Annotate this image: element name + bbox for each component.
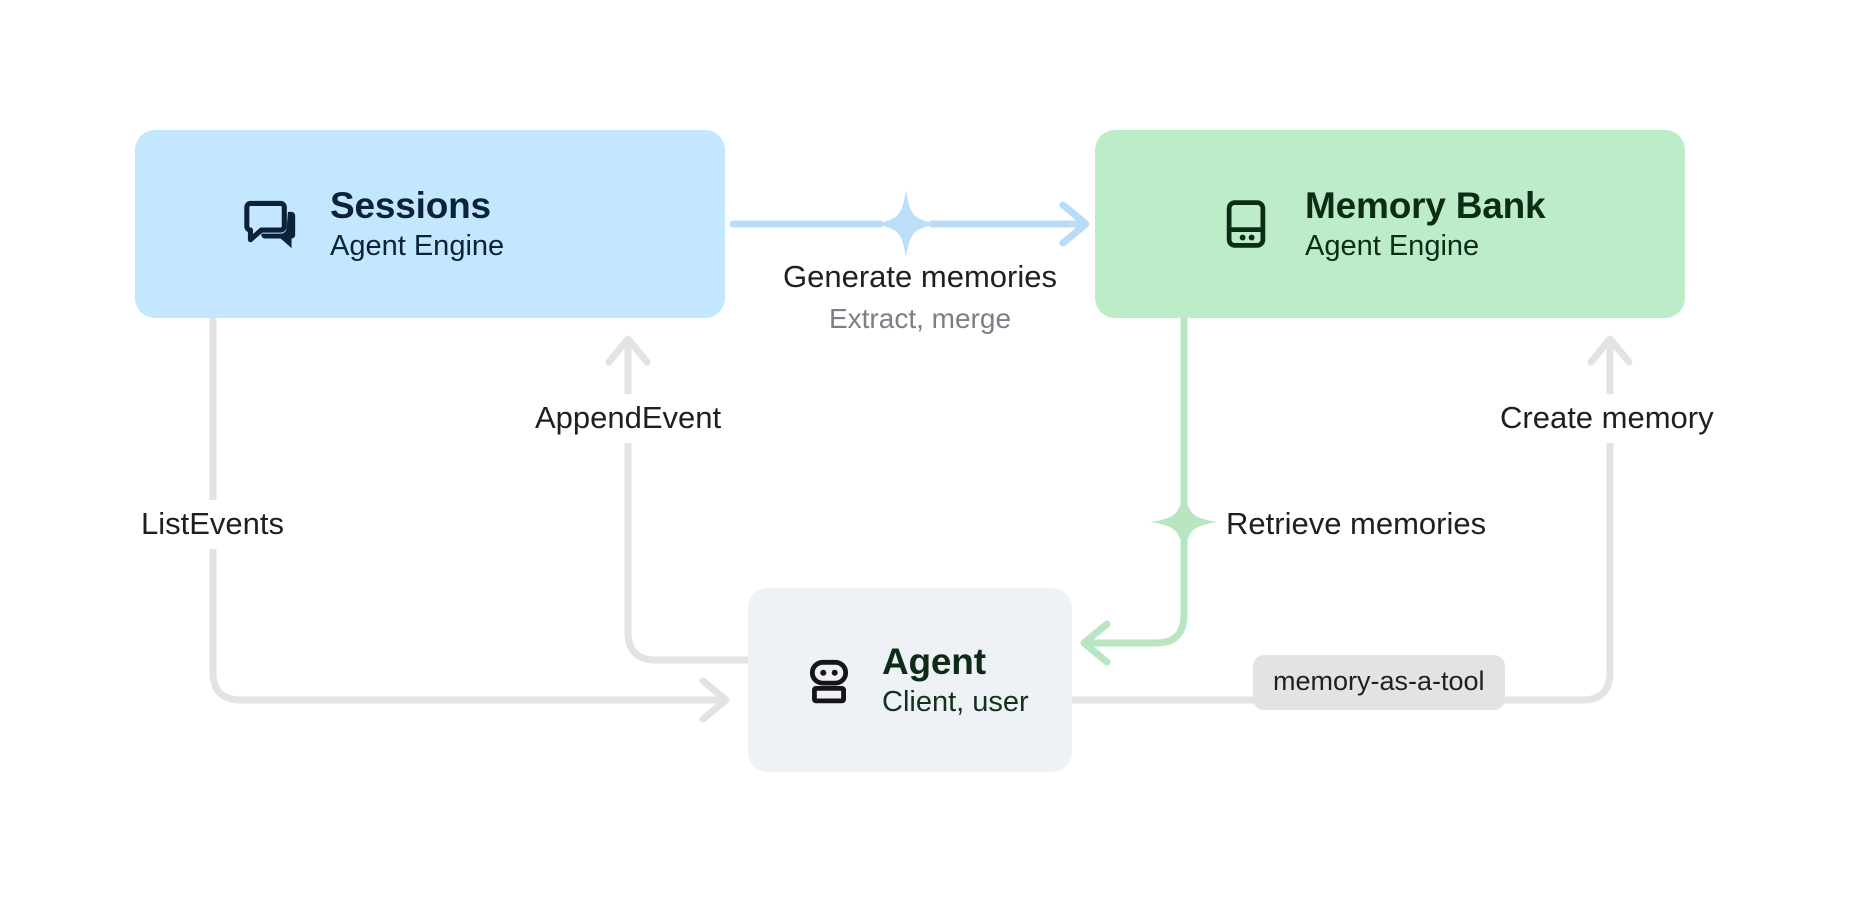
edge-list-events: [209, 314, 730, 723]
edge-label-create-memory-text: Create memory: [1500, 400, 1714, 435]
edge-label-retrieve-memories-text: Retrieve memories: [1226, 506, 1487, 541]
badge-memory-as-a-tool: memory-as-a-tool: [1253, 655, 1505, 710]
node-sessions-subtitle: Agent Engine: [330, 229, 505, 262]
node-memory-bank-subtitle: Agent Engine: [1305, 229, 1480, 262]
edge-label-retrieve-memories: Retrieve memories: [1216, 500, 1497, 549]
edge-label-create-memory: Create memory: [1490, 394, 1724, 443]
edge-label-append-event: AppendEvent: [525, 394, 732, 443]
node-sessions-title: Sessions: [330, 184, 491, 226]
node-memory-bank-text: Memory Bank Agent Engine: [1305, 184, 1546, 262]
sparkle-icon: [872, 190, 940, 258]
node-sessions[interactable]: Sessions Agent Engine: [135, 130, 725, 318]
edge-label-list-events-text: ListEvents: [141, 506, 285, 541]
edge-create-memory: [1068, 335, 1633, 704]
node-sessions-text: Sessions Agent Engine: [330, 184, 505, 262]
node-memory-bank[interactable]: Memory Bank Agent Engine: [1095, 130, 1685, 318]
database-icon: [1219, 197, 1273, 251]
edge-label-list-events: ListEvents: [131, 500, 295, 549]
edge-label-generate-memories-secondary: Extract, merge: [828, 302, 1012, 334]
robot-icon: [804, 655, 854, 705]
node-agent[interactable]: Agent Client, user: [748, 588, 1072, 772]
sparkle-icon: [1150, 488, 1218, 556]
edge-label-generate-memories-primary: Generate memories: [783, 259, 1057, 294]
node-memory-bank-title: Memory Bank: [1305, 184, 1546, 226]
edge-generate-memories: [729, 190, 1090, 258]
edge-retrieve-memories: [1080, 314, 1218, 666]
forum-icon: [242, 195, 300, 253]
edge-label-append-event-text: AppendEvent: [535, 400, 722, 435]
edge-append-event: [605, 335, 752, 664]
node-agent-title: Agent: [882, 640, 986, 682]
node-agent-subtitle: Client, user: [882, 685, 1029, 718]
edge-label-generate-memories: Generate memories Extract, merge: [762, 255, 1078, 339]
node-agent-text: Agent Client, user: [882, 640, 1029, 718]
